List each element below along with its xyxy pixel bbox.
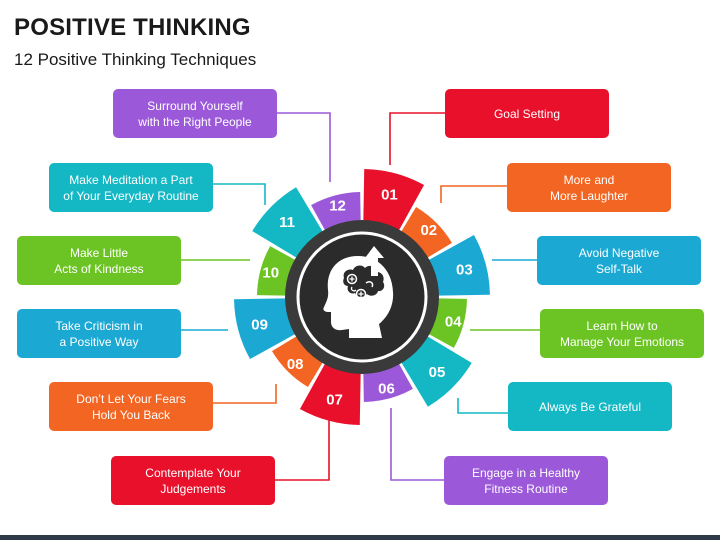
connector-line <box>389 112 445 165</box>
wheel-segment <box>428 234 490 296</box>
connector-line <box>213 183 266 205</box>
technique-box: Goal Setting <box>445 89 609 138</box>
wheel-segment <box>299 363 361 425</box>
technique-box: Avoid Negative Self-Talk <box>537 236 701 285</box>
page-subtitle: 12 Positive Thinking Techniques <box>14 50 257 69</box>
technique-label: Don’t Let Your Fears Hold You Back <box>76 391 186 422</box>
wheel-segment <box>257 246 296 296</box>
technique-box: More and More Laughter <box>507 163 671 212</box>
connector-lines <box>181 112 540 481</box>
connector-line <box>275 416 330 481</box>
segment-number: 06 <box>378 380 395 397</box>
wheel-segment <box>363 363 413 402</box>
technique-label: More and More Laughter <box>549 172 629 203</box>
technique-box: Contemplate Your Judgements <box>111 456 275 505</box>
technique-label: Make Meditation a Part of Your Everyday … <box>63 172 199 203</box>
wheel-segment <box>401 336 472 407</box>
wheel-segment <box>428 298 467 348</box>
connector-line <box>440 185 507 203</box>
segment-number: 11 <box>279 214 295 231</box>
technique-box: Make Meditation a Part of Your Everyday … <box>49 163 213 212</box>
connector-line <box>390 408 444 481</box>
segment-number: 01 <box>381 187 398 204</box>
technique-box: Learn How to Manage Your Emotions <box>540 309 704 358</box>
segment-number: 04 <box>445 313 462 330</box>
wheel-segments: 01 02 03 04 05 06 07 08 09 10 11 12 <box>234 169 490 425</box>
wheel-segment <box>271 336 323 388</box>
wheel-segment <box>234 298 296 360</box>
technique-label: Make Little Acts of Kindness <box>54 245 144 276</box>
segment-number: 09 <box>251 316 268 333</box>
center-hub <box>285 220 439 374</box>
footer-bar <box>0 535 720 540</box>
technique-label: Surround Yourself with the Right People <box>138 98 252 129</box>
technique-label: Contemplate Your Judgements <box>145 465 241 496</box>
technique-label: Learn How to Manage Your Emotions <box>559 318 685 349</box>
technique-box: Surround Yourself with the Right People <box>113 89 277 138</box>
wheel-segment <box>252 187 323 258</box>
technique-box: Always Be Grateful <box>508 382 672 431</box>
technique-label: Avoid Negative Self-Talk <box>578 245 660 276</box>
segment-number: 07 <box>326 391 343 408</box>
page-title: POSITIVE THINKING <box>14 14 251 41</box>
segment-number: 08 <box>287 356 304 373</box>
segment-number: 02 <box>420 222 437 239</box>
technique-box: Make Little Acts of Kindness <box>17 236 181 285</box>
connector-line <box>457 398 508 414</box>
segment-number: 03 <box>456 262 473 279</box>
wheel-segment <box>363 169 425 231</box>
technique-label: Goal Setting <box>493 106 561 121</box>
technique-label: Engage in a Healthy Fitness Routine <box>471 465 581 496</box>
head-brain-growth-icon <box>323 246 394 338</box>
connector-line <box>213 384 277 404</box>
technique-label: Always Be Grateful <box>538 399 642 414</box>
segment-number: 10 <box>262 265 279 282</box>
technique-box: Engage in a Healthy Fitness Routine <box>444 456 608 505</box>
segment-number: 05 <box>429 364 446 381</box>
segment-number: 12 <box>329 198 346 215</box>
technique-box: Don’t Let Your Fears Hold You Back <box>49 382 213 431</box>
wheel-segment <box>401 206 453 258</box>
wheel-segment <box>311 192 361 231</box>
connector-line <box>277 112 331 182</box>
technique-box: Take Criticism in a Positive Way <box>17 309 181 358</box>
technique-label: Take Criticism in a Positive Way <box>55 318 143 349</box>
